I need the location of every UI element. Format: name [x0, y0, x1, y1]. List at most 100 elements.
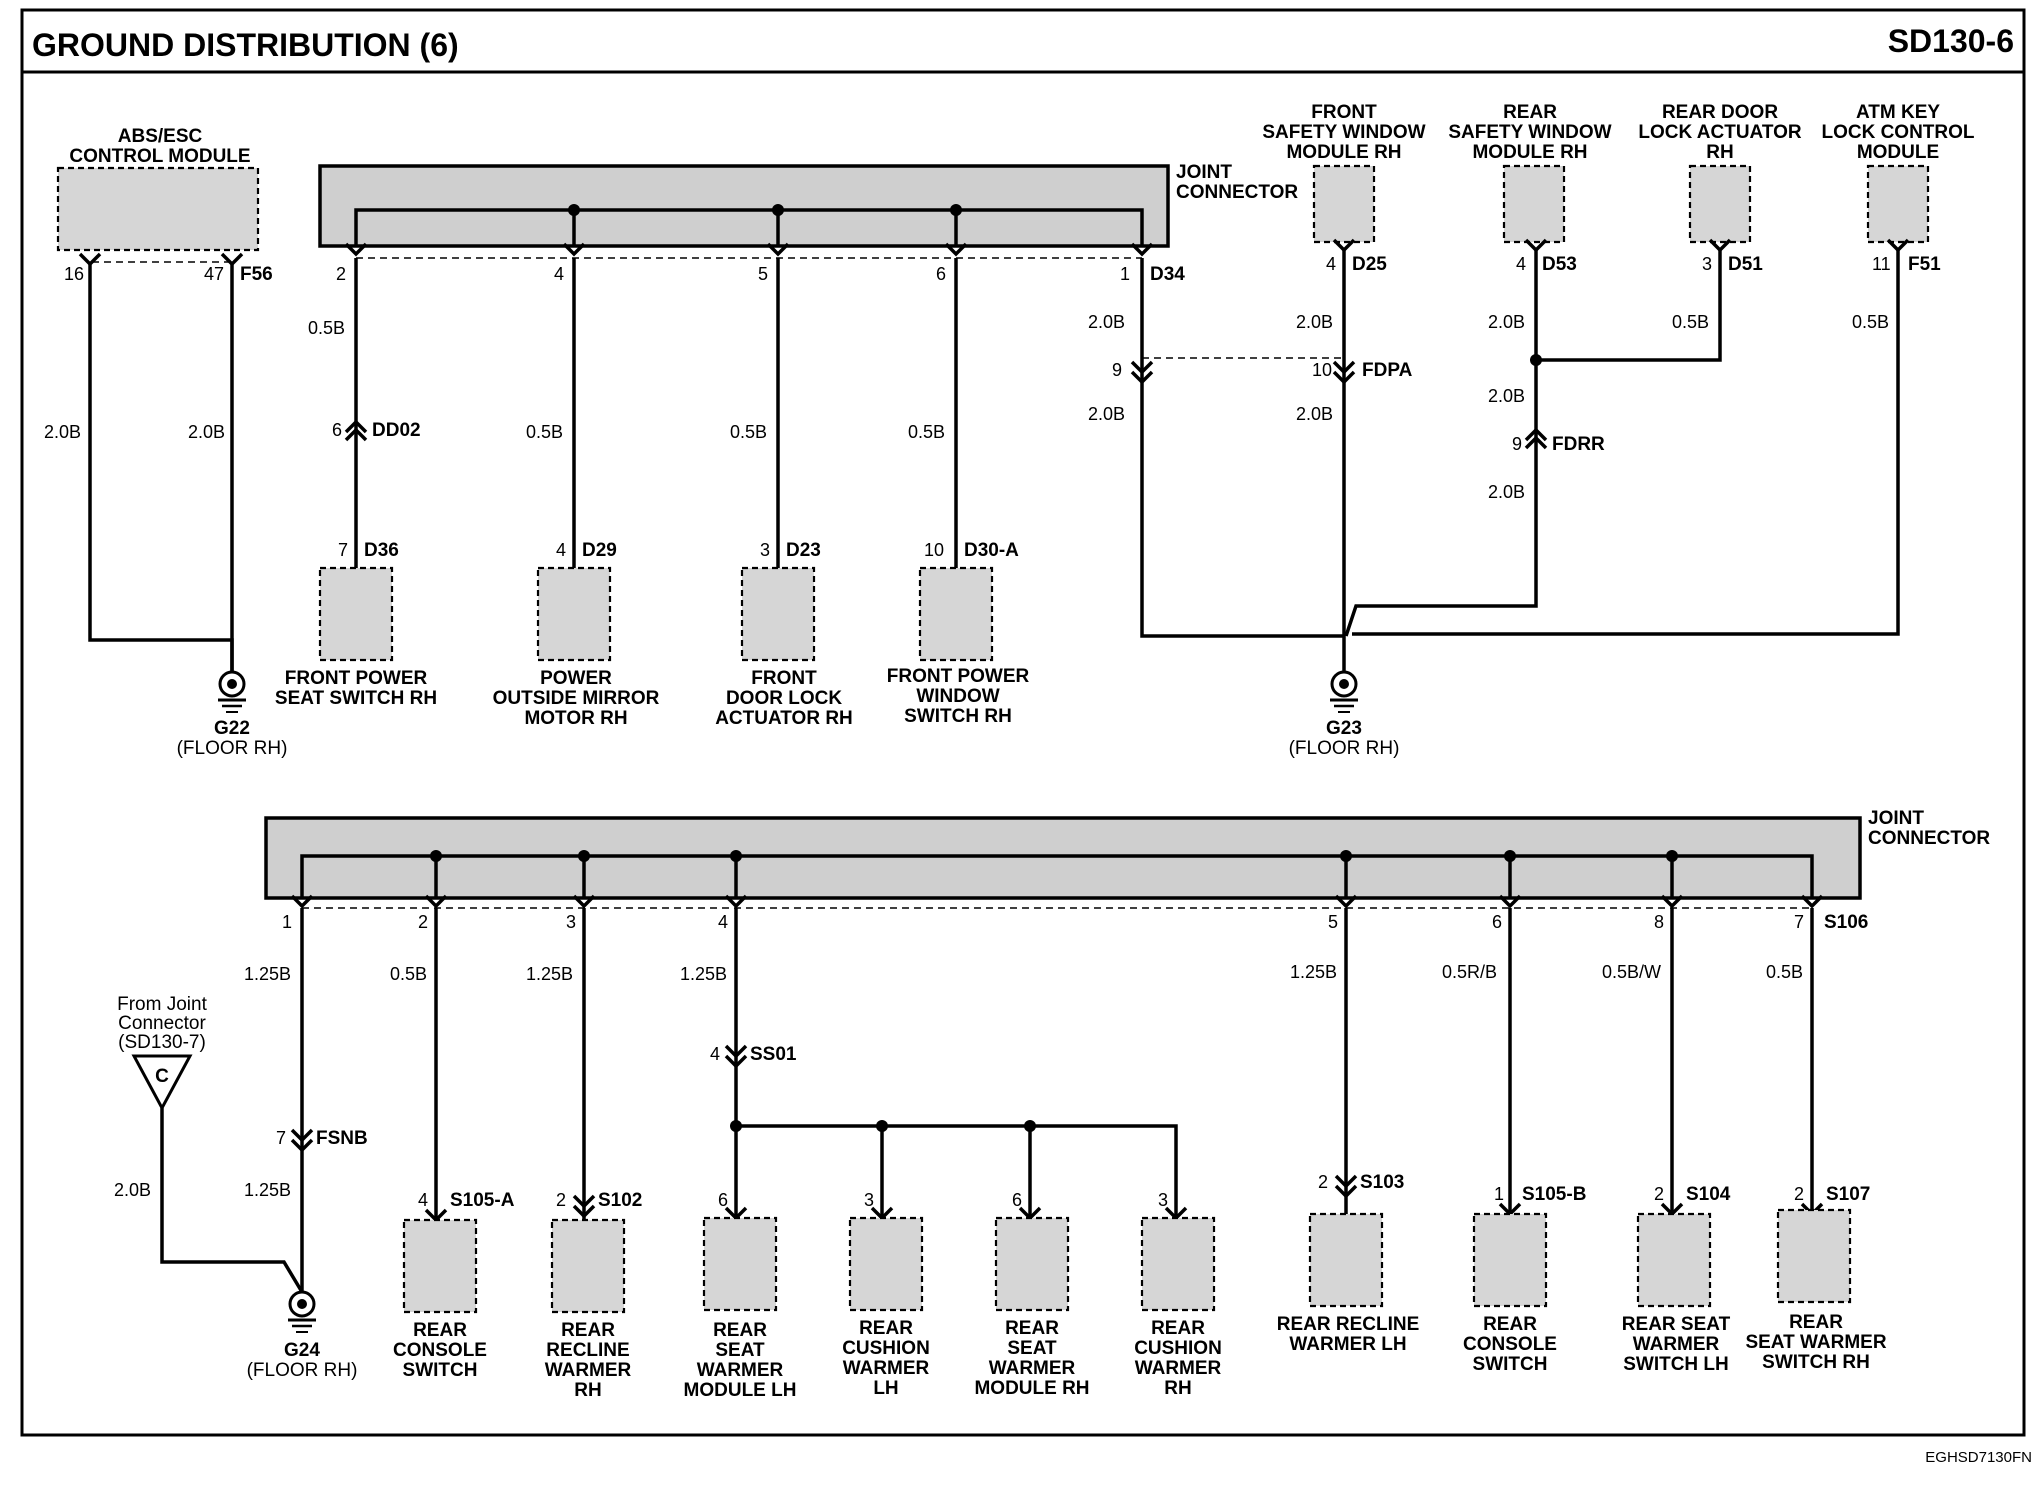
rcw-rh-label-1: REAR — [1151, 1318, 1205, 1339]
fsnb-connector: FSNB — [316, 1128, 368, 1149]
d25-wire-gauge-top: 2.0B — [1296, 312, 1333, 332]
abs-wire-gauge-left: 2.0B — [44, 422, 81, 442]
s102-pin: 2 — [556, 1190, 566, 1210]
rcw-rh-label-2: CUSHION — [1134, 1338, 1222, 1359]
fsnb-wire-gauge-bottom: 1.25B — [244, 1180, 291, 1200]
bottom-joint-connector-label-1: JOINT — [1868, 808, 1924, 829]
s102-label-3: WARMER — [545, 1360, 632, 1381]
from-joint-label-3: (SD130-7) — [118, 1032, 206, 1053]
s107-connector: S107 — [1826, 1184, 1870, 1205]
footer-code: EGHSD7130FN — [1925, 1449, 2032, 1466]
d34-wire-gauge-bottom: 2.0B — [1088, 404, 1125, 424]
d53-wire-gauge-mid: 2.0B — [1488, 386, 1525, 406]
rswm-lh-label-2: SEAT — [715, 1340, 765, 1361]
bottom-joint-pin-6: 6 — [1492, 912, 1502, 932]
bottom-joint-terminals — [290, 894, 1824, 909]
d25-wire-gauge-bottom: 2.0B — [1296, 404, 1333, 424]
top-joint-connector — [318, 164, 1170, 248]
rcw-lh-label-4: LH — [873, 1378, 898, 1399]
rcw-lh-label-3: WARMER — [843, 1358, 930, 1379]
bottom-joint-pin-8: 8 — [1654, 912, 1664, 932]
s105a-label-2: CONSOLE — [393, 1340, 487, 1361]
front-power-window-switch-rh — [918, 566, 994, 662]
ground-g22-icon — [218, 670, 246, 713]
f51-label-1: ATM KEY — [1856, 102, 1940, 123]
d23-connector: D23 — [786, 540, 821, 561]
d30a-wire-gauge: 0.5B — [908, 422, 945, 442]
s102-label-1: REAR — [561, 1320, 615, 1341]
d36-wire-gauge: 0.5B — [308, 318, 345, 338]
rswm-lh-label-4: MODULE LH — [684, 1380, 797, 1401]
s104-wire-gauge: 0.5B/W — [1602, 962, 1661, 982]
bottom-joint-pin-2: 2 — [418, 912, 428, 932]
s105b-label-1: REAR — [1483, 1314, 1537, 1335]
d36-label-2: SEAT SWITCH RH — [275, 688, 437, 709]
d23-pin: 3 — [760, 540, 770, 560]
ground-g24-id: G24 — [284, 1340, 320, 1361]
d30a-label-3: SWITCH RH — [904, 706, 1012, 727]
s105b-wire-gauge: 0.5R/B — [1442, 962, 1497, 982]
rswm-rh-pin: 6 — [1012, 1190, 1022, 1210]
ss01-wire-gauge: 1.25B — [680, 964, 727, 984]
d53-pin: 4 — [1516, 254, 1526, 274]
atm-key-lock-control-module — [1866, 164, 1930, 244]
rear-seat-warmer-switch-lh — [1636, 1212, 1712, 1308]
d51-pin: 3 — [1702, 254, 1712, 274]
s102-wire-gauge: 1.25B — [526, 964, 573, 984]
rear-console-switch-a — [402, 1218, 478, 1314]
d53-label-1: REAR — [1503, 102, 1557, 123]
dd02-pin: 6 — [332, 420, 342, 440]
s104-pin: 2 — [1654, 1184, 1664, 1204]
d23-label-1: FRONT — [751, 668, 817, 689]
from-joint-wire-gauge: 2.0B — [114, 1180, 151, 1200]
abs-connector-f56: F56 — [240, 264, 273, 285]
top-joint-pin-4: 4 — [554, 264, 564, 284]
rear-safety-window-module-rh — [1502, 164, 1566, 244]
bottom-joint-pin-4: 4 — [718, 912, 728, 932]
rear-recline-warmer-lh — [1308, 1212, 1384, 1308]
s105b-connector: S105-B — [1522, 1184, 1586, 1205]
rcw-rh-label-3: WARMER — [1135, 1358, 1222, 1379]
ground-g22-location: (FLOOR RH) — [177, 738, 288, 759]
ss01-connector: SS01 — [750, 1044, 797, 1065]
rswm-lh-label-1: REAR — [713, 1320, 767, 1341]
ground-g23-icon — [1330, 670, 1358, 713]
top-joint-connector-label-2: CONNECTOR — [1176, 182, 1298, 203]
f51-label-3: MODULE — [1857, 142, 1939, 163]
fsnb-pin: 7 — [276, 1128, 286, 1148]
rcw-lh-label-1: REAR — [859, 1318, 913, 1339]
s104-label-3: SWITCH LH — [1623, 1354, 1729, 1375]
d25-label-2: SAFETY WINDOW — [1262, 122, 1425, 143]
s105a-connector: S105-A — [450, 1190, 515, 1211]
fdpa-pin: 10 — [1312, 360, 1332, 380]
s105a-label-1: REAR — [413, 1320, 467, 1341]
f51-pin: 11 — [1872, 254, 1891, 274]
s102-label-2: RECLINE — [546, 1340, 629, 1361]
abs-pin-16: 16 — [64, 264, 84, 284]
s105a-pin: 4 — [418, 1190, 428, 1210]
s107-label-1: REAR — [1789, 1312, 1843, 1333]
d36-label-1: FRONT POWER — [285, 668, 428, 689]
fdpa-connector: FDPA — [1362, 360, 1413, 381]
d23-wire-gauge: 0.5B — [730, 422, 767, 442]
fdrr-pin: 9 — [1512, 434, 1522, 454]
ss01-pin: 4 — [710, 1044, 720, 1064]
top-joint-connector-d34: D34 — [1150, 264, 1185, 285]
d53-label-2: SAFETY WINDOW — [1448, 122, 1611, 143]
d25-pin: 4 — [1326, 254, 1336, 274]
page-code: SD130-6 — [1888, 23, 2014, 59]
d53-wire-gauge-top: 2.0B — [1488, 312, 1525, 332]
rear-cushion-warmer-lh — [848, 1216, 924, 1312]
fdrr-connector: FDRR — [1552, 434, 1605, 455]
s105b-label-3: SWITCH — [1473, 1354, 1548, 1375]
rcw-rh-pin: 3 — [1158, 1190, 1168, 1210]
d51-label-3: RH — [1706, 142, 1733, 163]
d29-pin: 4 — [556, 540, 566, 560]
top-joint-terminals — [344, 242, 1154, 257]
power-outside-mirror-motor-rh — [536, 566, 612, 662]
top-joint-pin-6: 6 — [936, 264, 946, 284]
bottom-joint-connector-label-2: CONNECTOR — [1868, 828, 1990, 849]
bottom-joint-pin-5: 5 — [1328, 912, 1338, 932]
d29-wire-gauge: 0.5B — [526, 422, 563, 442]
